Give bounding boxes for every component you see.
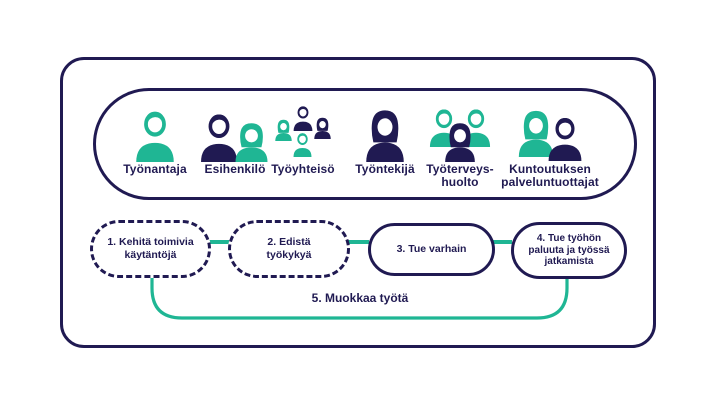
stakeholder-label: Työntekijä [355,162,415,176]
connector-step3-step4 [492,240,512,244]
step-box-1-label: 1. Kehitä toimivia käytäntöjä [107,236,194,261]
stakeholder-group-tyonantaja: Työnantaja [112,104,198,176]
step-box-1: 1. Kehitä toimivia käytäntöjä [90,220,211,278]
step-box-2-label: 2. Edistä työkykyä [266,236,312,261]
stakeholder-group-tyoterveyshuolto: Työterveys- huolto [415,104,505,190]
step-box-3-label: 3. Tue varhain [396,243,467,256]
step-box-4-label: 4. Tue työhön paluuta ja työssä jatkamis… [528,233,610,268]
stakeholder-label: Kuntoutuksen palveluntuottajat [501,162,599,190]
diagram-card: Työnantaja Esihenkilö Työyhteisö [60,57,656,348]
step-box-3: 3. Tue varhain [368,223,495,276]
stakeholder-label: Työyhteisö [271,162,335,176]
connector-step1-step2 [208,240,229,244]
stakeholder-group-tyontekija: Työntekijä [345,104,425,176]
stakeholder-label: Työterveys- huolto [426,162,494,190]
loop-connector [150,276,569,320]
step-box-2: 2. Edistä työkykyä [228,220,350,278]
stakeholder-group-kuntoutus: Kuntoutuksen palveluntuottajat [483,104,617,190]
step-box-4: 4. Tue työhön paluuta ja työssä jatkamis… [511,222,627,279]
stakeholder-group-esihenkilo: Esihenkilö [190,104,280,176]
loop-label: 5. Muokkaa työtä [311,291,409,305]
connector-step2-step3 [347,240,369,244]
stakeholder-label: Työnantaja [123,162,187,176]
stakeholder-group-tyoyhteiso: Työyhteisö [263,104,343,176]
stakeholder-label: Esihenkilö [204,162,266,176]
